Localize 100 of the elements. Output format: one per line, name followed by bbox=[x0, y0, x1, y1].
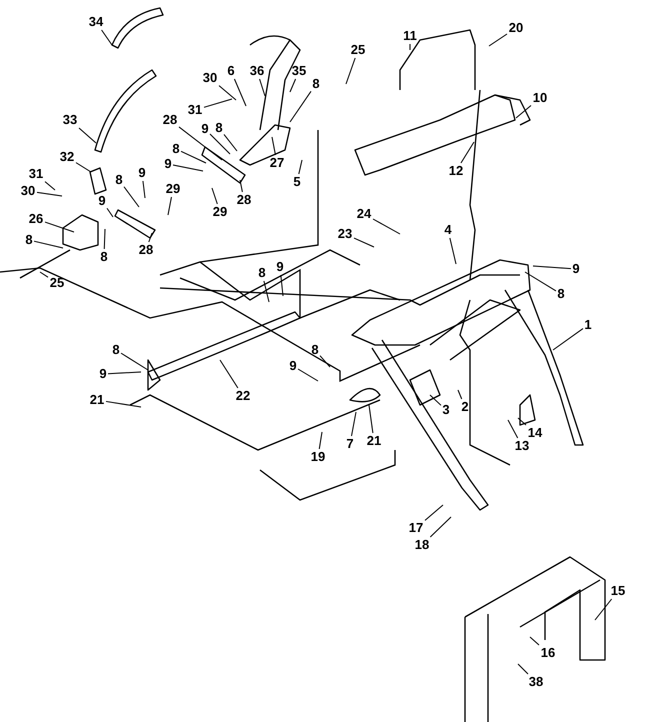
callout-number: 38 bbox=[528, 675, 544, 689]
leader-line bbox=[368, 404, 374, 434]
leader-line bbox=[290, 90, 312, 122]
leader-line bbox=[172, 164, 204, 172]
leader-line bbox=[234, 78, 246, 106]
leader-line bbox=[168, 196, 172, 216]
callout-number: 28 bbox=[138, 243, 154, 257]
callout-number: 31 bbox=[28, 167, 44, 181]
callout-number: 25 bbox=[49, 276, 65, 290]
leader-line bbox=[106, 400, 142, 408]
callout-number: 8 bbox=[100, 250, 108, 264]
leader-line bbox=[552, 328, 584, 350]
callout-number: 8 bbox=[172, 142, 180, 156]
callout-number: 10 bbox=[532, 91, 548, 105]
leader-line bbox=[280, 274, 284, 296]
leader-line bbox=[212, 188, 218, 204]
leader-line bbox=[518, 418, 526, 426]
leader-line bbox=[518, 664, 528, 674]
leader-line bbox=[424, 504, 444, 521]
callout-number: 8 bbox=[557, 287, 565, 301]
callout-number: 8 bbox=[311, 343, 319, 357]
leader-line bbox=[449, 238, 456, 264]
leader-line bbox=[36, 192, 62, 196]
callout-number: 25 bbox=[350, 43, 366, 57]
leader-line bbox=[124, 186, 140, 208]
callout-number: 15 bbox=[610, 584, 626, 598]
callout-number: 9 bbox=[98, 194, 106, 208]
callout-number: 18 bbox=[414, 538, 430, 552]
leader-line bbox=[458, 390, 462, 400]
leader-line bbox=[76, 162, 92, 172]
callout-number: 17 bbox=[408, 521, 424, 535]
callout-number: 28 bbox=[162, 113, 178, 127]
leader-line bbox=[516, 105, 532, 118]
callout-number: 24 bbox=[356, 207, 372, 221]
callout-number: 30 bbox=[202, 71, 218, 85]
leader-line bbox=[78, 127, 96, 144]
callout-number: 8 bbox=[258, 266, 266, 280]
leader-line bbox=[148, 232, 152, 242]
callout-number: 8 bbox=[312, 77, 320, 91]
callout-number: 1 bbox=[584, 318, 592, 332]
leader-line bbox=[460, 142, 474, 164]
leader-line bbox=[108, 372, 142, 374]
callout-number: 29 bbox=[165, 182, 181, 196]
callout-number: 22 bbox=[235, 389, 251, 403]
callout-number: 28 bbox=[236, 193, 252, 207]
callout-number: 3 bbox=[442, 403, 450, 417]
leader-line bbox=[40, 272, 48, 278]
callout-number: 19 bbox=[310, 450, 326, 464]
leader-line bbox=[210, 134, 230, 154]
callout-number: 9 bbox=[164, 157, 172, 171]
callout-number: 34 bbox=[88, 15, 104, 29]
leader-line bbox=[34, 240, 64, 248]
callout-number: 26 bbox=[28, 212, 44, 226]
leader-line bbox=[240, 180, 243, 192]
callout-number: 16 bbox=[540, 646, 556, 660]
callout-number: 14 bbox=[527, 426, 543, 440]
leader-line bbox=[272, 136, 276, 156]
callout-number: 36 bbox=[249, 64, 265, 78]
leader-line bbox=[508, 420, 518, 438]
callout-number: 9 bbox=[138, 166, 146, 180]
leader-line bbox=[530, 636, 540, 646]
leader-line bbox=[594, 598, 612, 620]
leader-line bbox=[44, 181, 56, 190]
callout-number: 4 bbox=[444, 223, 452, 237]
leader-line bbox=[290, 78, 296, 92]
leader-line bbox=[178, 126, 222, 160]
callout-number: 30 bbox=[20, 184, 36, 198]
leader-line bbox=[524, 272, 556, 292]
callout-number: 5 bbox=[293, 175, 301, 189]
leader-line bbox=[142, 180, 146, 198]
callout-number: 8 bbox=[215, 121, 223, 135]
callout-number: 9 bbox=[276, 260, 284, 274]
leader-line bbox=[488, 34, 508, 46]
callout-number: 9 bbox=[99, 367, 107, 381]
leader-line bbox=[318, 432, 322, 450]
leader-line bbox=[224, 134, 238, 152]
leader-line bbox=[532, 266, 572, 270]
leader-line bbox=[354, 238, 374, 248]
leader-line bbox=[351, 412, 356, 436]
leader-line bbox=[320, 355, 330, 368]
leader-line bbox=[346, 58, 356, 84]
leader-line bbox=[430, 516, 452, 538]
callout-number: 2 bbox=[461, 400, 469, 414]
leader-line bbox=[259, 78, 266, 96]
callout-number: 7 bbox=[346, 437, 354, 451]
leader-line bbox=[263, 280, 270, 302]
leader-line bbox=[180, 150, 206, 164]
callout-number: 29 bbox=[212, 205, 228, 219]
callout-number: 31 bbox=[187, 103, 203, 117]
callout-number: 11 bbox=[402, 29, 418, 43]
callout-number: 12 bbox=[448, 164, 464, 178]
callout-number: 32 bbox=[59, 150, 75, 164]
callout-number: 6 bbox=[227, 64, 235, 78]
leader-line bbox=[44, 222, 74, 232]
callout-number: 35 bbox=[291, 64, 307, 78]
leader-line bbox=[106, 208, 114, 218]
callout-number: 27 bbox=[269, 156, 285, 170]
leader-line bbox=[220, 360, 238, 388]
callout-number: 13 bbox=[514, 439, 530, 453]
leader-line bbox=[204, 98, 232, 108]
